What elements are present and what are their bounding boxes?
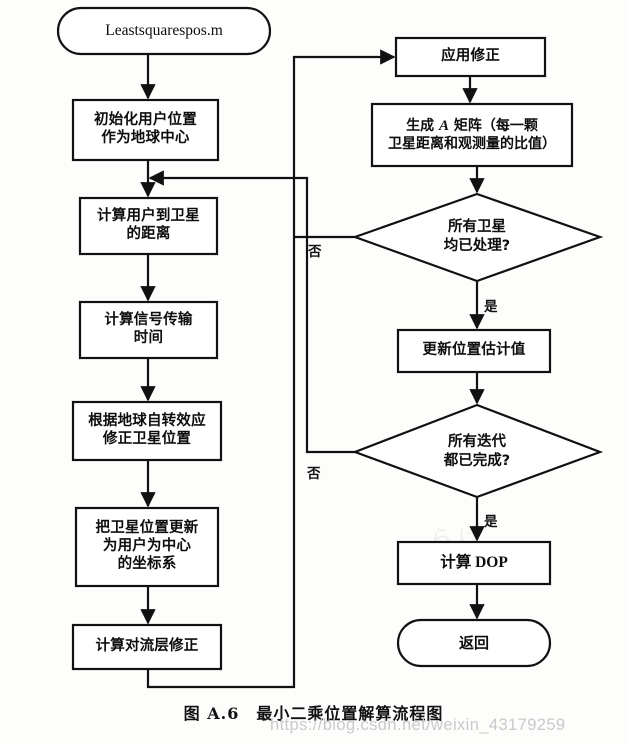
node-shape-calc-dop: [396, 540, 552, 586]
node-shape-user-centered: [74, 506, 220, 588]
node-shape-calc-prop-time: [78, 300, 219, 360]
node-shape-init-pos: [71, 98, 220, 162]
node-shape-apply-corr: [394, 36, 547, 78]
edge-alliters-no: [148, 170, 355, 454]
node-shape-build-a: [370, 102, 574, 168]
node-shape-return: [396, 618, 552, 668]
figure-caption: 图 A.6 最小二乘位置解算流程图: [0, 700, 627, 724]
node-shape-calc-range: [78, 196, 219, 256]
node-shape-tropo: [71, 623, 223, 671]
node-shape-update-est: [396, 328, 552, 374]
figure-caption-text: 图 A.6 最小二乘位置解算流程图: [183, 704, 444, 723]
node-shape-all-iters: [351, 403, 604, 499]
node-shape-earth-rotation: [71, 400, 223, 462]
edge-tropo-to-apply: [146, 49, 396, 689]
node-shape-start: [56, 6, 272, 56]
node-shape-all-sats: [351, 192, 604, 283]
